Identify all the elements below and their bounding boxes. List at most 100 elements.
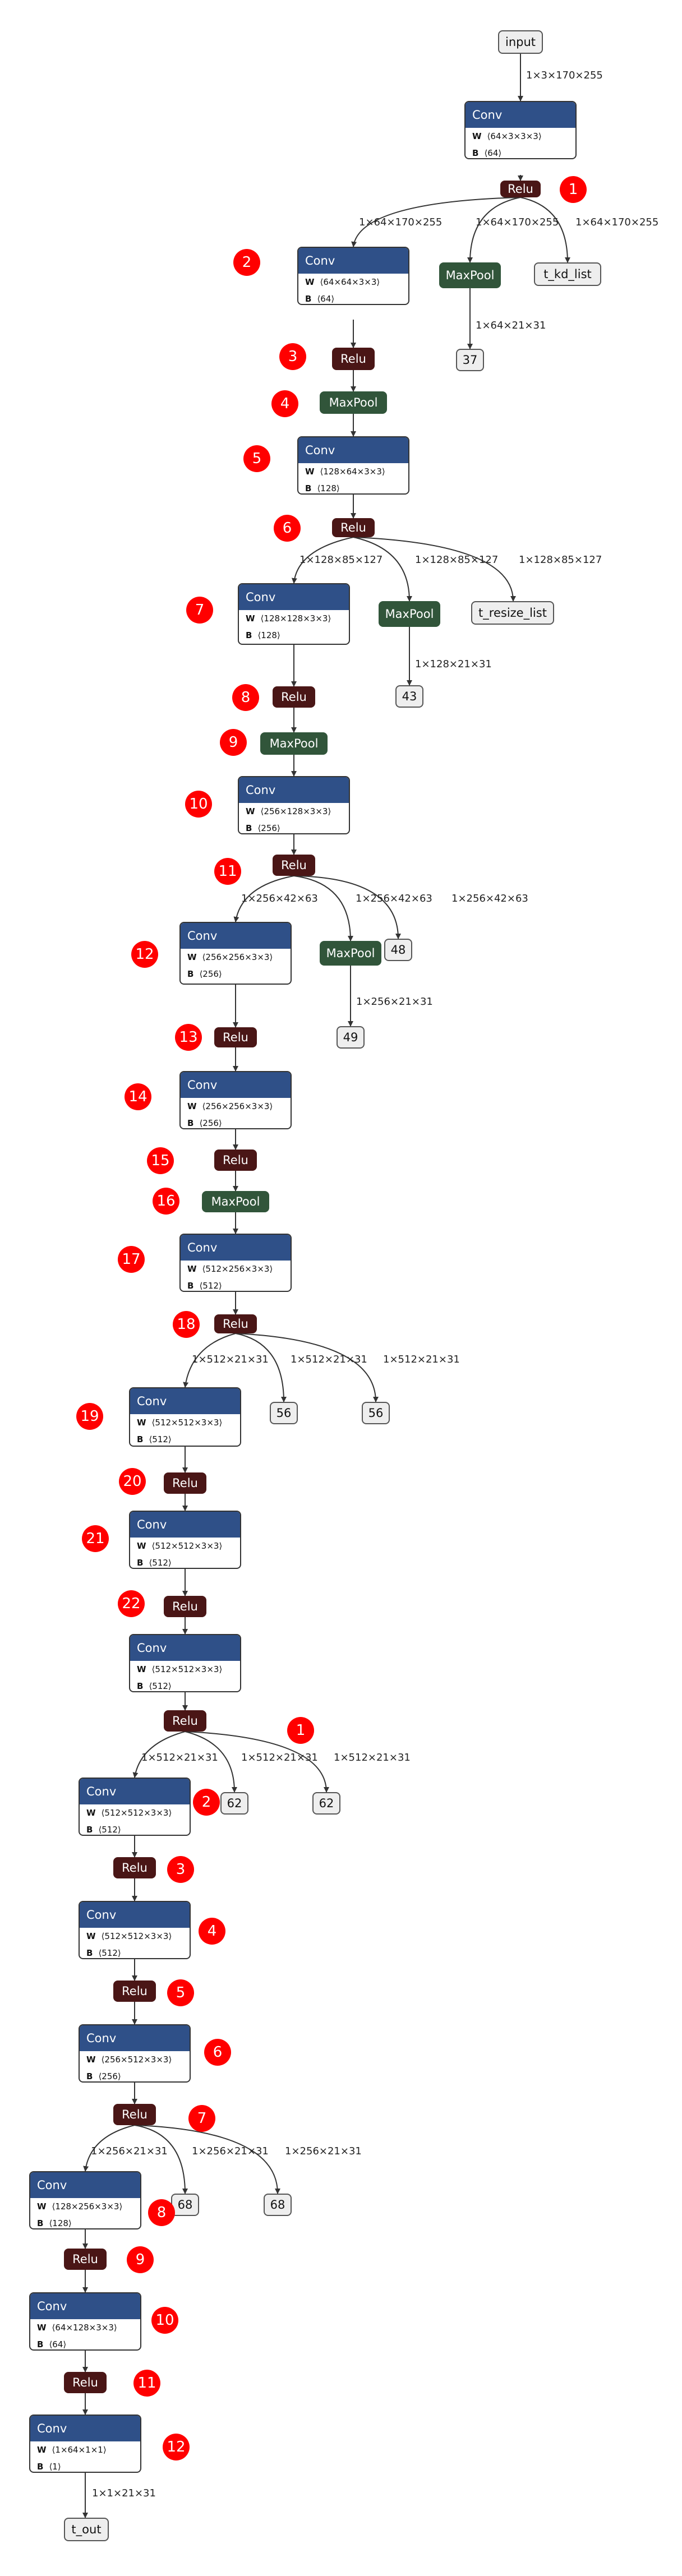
conv-weight: W⟨1×64×1×1⟩ [37,2445,107,2455]
relu-node-6: Relu [214,1027,257,1047]
conv-bias-shape: ⟨128⟩ [49,2218,72,2228]
conv-bias: B⟨256⟩ [187,969,222,979]
step-badge: 20 [119,1468,146,1495]
conv-weight: W⟨512×512×3×3⟩ [86,1808,172,1818]
conv-node-15: Conv W⟨128×256×3×3⟩ B⟨128⟩ [29,2171,141,2229]
edge-label: 1×256×21×31 [285,2145,362,2157]
conv-bias-shape: ⟨512⟩ [98,1825,121,1835]
step-badge: 2 [193,1789,220,1816]
step-badge: 17 [118,1246,145,1273]
conv-bias-shape: ⟨512⟩ [98,1948,121,1958]
conv-weight-shape: ⟨512×512×3×3⟩ [151,1664,223,1674]
conv-weight-shape: ⟨256×128×3×3⟩ [260,806,331,816]
conv-weight-shape: ⟨256×512×3×3⟩ [101,2055,172,2065]
step-badge: 13 [175,1024,202,1051]
conv-title: Conv [80,1902,190,1928]
edge [520,197,570,263]
conv-node-16: Conv W⟨64×128×3×3⟩ B⟨64⟩ [29,2292,141,2351]
conv-weight-shape: ⟨512×512×3×3⟩ [101,1808,172,1818]
conv-bias: B⟨64⟩ [472,148,502,158]
conv-weight: W⟨128×128×3×3⟩ [246,613,331,624]
conv-node-1: Conv W⟨64×3×3×3⟩ B⟨64⟩ [464,101,577,159]
edge-label: 1×3×170×255 [526,70,603,81]
conv-bias-shape: ⟨64⟩ [317,294,335,304]
edge-label: 1×256×42×63 [241,893,318,904]
edge [233,875,294,922]
edge-label: 1×128×85×127 [415,554,499,566]
edge-label: 1×512×21×31 [241,1752,318,1764]
edge-label: 1×128×21×31 [415,658,492,670]
conv-bias-shape: ⟨256⟩ [98,2071,121,2081]
conv-title: Conv [130,1635,240,1661]
step-badge: 10 [151,2307,178,2334]
conv-node-12: Conv W⟨512×512×3×3⟩ B⟨512⟩ [79,1778,191,1836]
edge [351,197,521,247]
relu-node-1: Relu [500,181,541,197]
conv-weight: W⟨512×512×3×3⟩ [86,1931,172,1941]
conv-node-2: Conv W⟨64×64×3×3⟩ B⟨64⟩ [297,247,409,305]
edge [291,537,354,584]
conv-bias-shape: ⟨512⟩ [149,1558,172,1568]
output-68b-node: 68 [264,2194,292,2216]
conv-title: Conv [181,1235,291,1261]
edge-label: 1×1×21×31 [92,2487,156,2499]
step-badge: 6 [274,515,301,542]
conv-weight: W⟨512×512×3×3⟩ [137,1541,223,1551]
edge-label: 1×512×21×31 [334,1752,411,1764]
edge-label: 1×256×21×31 [356,996,433,1008]
conv-weight: W⟨64×64×3×3⟩ [305,277,380,287]
conv-title: Conv [181,923,291,949]
edge [235,1333,287,1402]
conv-node-9: Conv W⟨512×512×3×3⟩ B⟨512⟩ [129,1387,241,1447]
edge-label: 1×256×42×63 [356,893,432,904]
edge [293,875,353,941]
conv-weight-shape: ⟨512×256×3×3⟩ [202,1264,273,1274]
conv-bias: B⟨512⟩ [137,1681,172,1691]
step-badge: 3 [279,343,306,370]
conv-node-14: Conv W⟨256×512×3×3⟩ B⟨256⟩ [79,2024,191,2083]
conv-weight-shape: ⟨512×512×3×3⟩ [151,1541,223,1551]
conv-title: Conv [466,102,575,128]
relu-node-5: Relu [273,855,315,876]
conv-node-3: Conv W⟨128×64×3×3⟩ B⟨128⟩ [297,436,409,495]
conv-bias-shape: ⟨256⟩ [257,823,280,833]
conv-title: Conv [30,2293,140,2319]
conv-title: Conv [30,2416,140,2441]
t-out-node: t_out [64,2518,109,2541]
step-badge: 4 [199,1918,225,1945]
step-badge: 12 [131,941,158,968]
output-56a-node: 56 [270,1402,298,1424]
conv-weight-shape: ⟨512×512×3×3⟩ [151,1418,223,1428]
conv-bias-shape: ⟨512⟩ [149,1681,172,1691]
step-badge: 16 [153,1188,179,1215]
step-badge: 22 [118,1590,145,1617]
step-badge: 11 [214,858,241,885]
conv-weight-shape: ⟨64×3×3×3⟩ [487,131,542,141]
step-badge: 6 [204,2039,231,2066]
output-43-node: 43 [395,685,423,708]
edge-label: 1×512×21×31 [383,1354,460,1365]
edge-label: 1×256×21×31 [192,2145,269,2157]
conv-bias-shape: ⟨512⟩ [149,1434,172,1444]
conv-node-11: Conv W⟨512×512×3×3⟩ B⟨512⟩ [129,1634,241,1692]
step-badge: 18 [173,1311,200,1338]
conv-bias-shape: ⟨64⟩ [484,148,502,158]
conv-title: Conv [239,584,349,610]
conv-node-13: Conv W⟨512×512×3×3⟩ B⟨512⟩ [79,1901,191,1959]
conv-weight-shape: ⟨256×256×3×3⟩ [202,1101,273,1111]
t-kd-list-node: t_kd_list [534,262,601,286]
conv-bias-shape: ⟨128⟩ [257,630,280,640]
conv-bias: B⟨256⟩ [86,2071,121,2081]
conv-weight-shape: ⟨512×512×3×3⟩ [101,1931,172,1941]
edge-label: 1×512×21×31 [192,1354,269,1365]
conv-title: Conv [80,1779,190,1804]
conv-weight: W⟨256×128×3×3⟩ [246,806,331,816]
conv-weight: W⟨512×512×3×3⟩ [137,1664,223,1674]
relu-node-13: Relu [113,1981,156,2002]
step-badge: 9 [127,2246,154,2273]
conv-weight-shape: ⟨128×128×3×3⟩ [260,613,331,624]
conv-title: Conv [130,1388,240,1414]
relu-node-7: Relu [214,1149,257,1171]
conv-weight-shape: ⟨1×64×1×1⟩ [52,2445,107,2455]
